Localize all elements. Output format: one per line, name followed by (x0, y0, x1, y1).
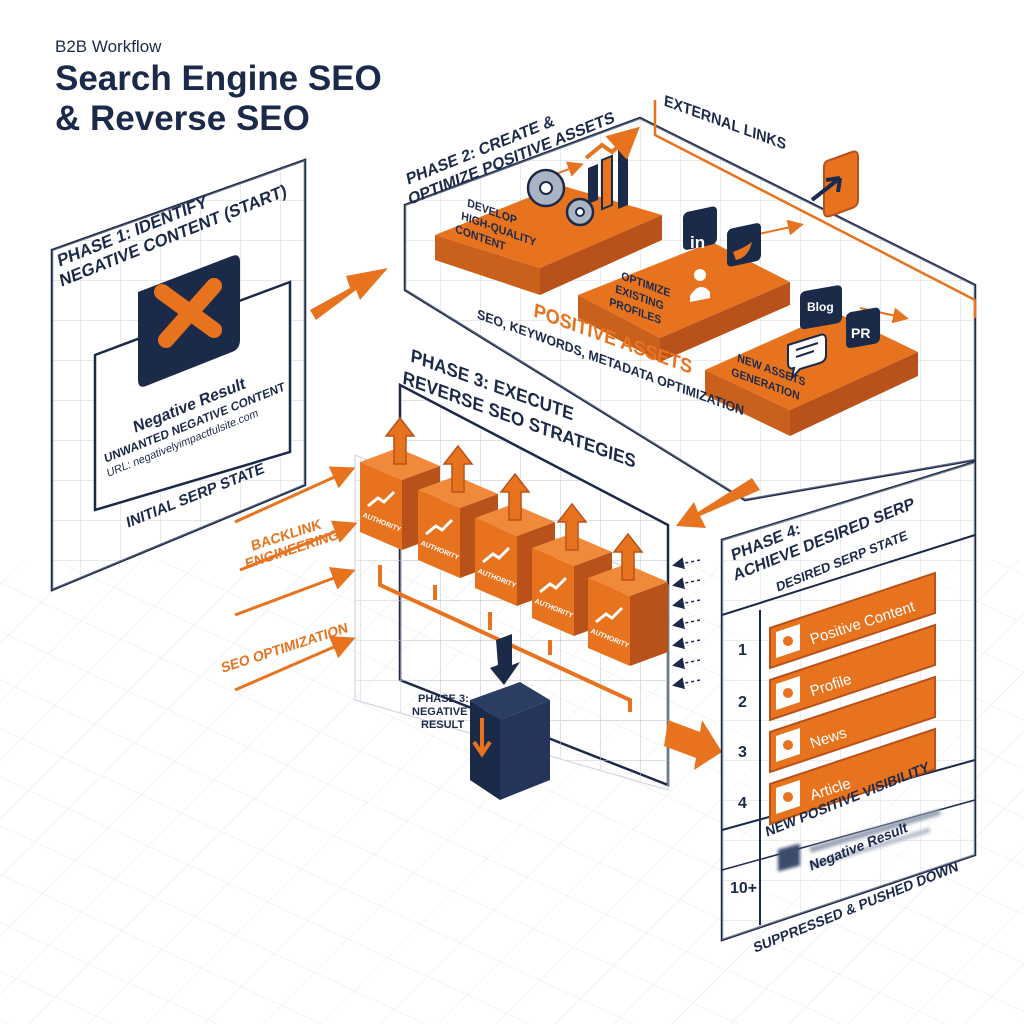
kicker-label: B2B Workflow (55, 37, 162, 56)
negative-rank-label: 10+ (730, 880, 758, 897)
phase1-panel (50, 158, 307, 592)
serp-result-bar (769, 727, 936, 826)
trend-up-icon (482, 546, 511, 564)
blog-badge-label: Blog (807, 300, 834, 314)
up-arrow-icon (499, 472, 531, 521)
authority-box (588, 532, 668, 666)
arrow-phase3-to-phase4 (664, 720, 722, 770)
pr-badge-label: PR (851, 325, 871, 341)
pr-badge (846, 307, 880, 349)
up-arrow-icon (556, 502, 588, 551)
arrow-phase2-to-phase3 (676, 478, 760, 528)
negative-x-tile (138, 255, 240, 387)
serp-result-bars (769, 571, 936, 826)
trend-up-icon (367, 490, 396, 508)
down-arrow-icon (472, 718, 492, 758)
phase3-negative-line2: NEGATIVE (412, 706, 468, 718)
serp-rank-number: 3 (738, 744, 747, 761)
phase4-panel (720, 460, 977, 942)
up-arrow-icon (442, 444, 474, 493)
phase2-panel (403, 100, 977, 502)
person-silhouette-icon (690, 269, 710, 302)
serp-result-bar (769, 675, 936, 774)
block-optimize-profiles (578, 206, 790, 362)
cursor-link-icon (810, 150, 859, 218)
block-new-assets (705, 285, 918, 436)
page-title-line1: Search Engine SEO (55, 59, 382, 98)
x-mark-icon (154, 278, 222, 348)
serp-result-bar (769, 571, 936, 670)
authority-boxes (360, 416, 668, 666)
linkedin-badge-label: in (690, 233, 706, 252)
serp-rank-number: 2 (738, 694, 747, 711)
serp-rank-number: 4 (738, 795, 747, 812)
block-develop-content (435, 126, 662, 295)
phase3-negative-line1: PHASE 3: (418, 693, 469, 705)
page-title-line2: & Reverse SEO (55, 99, 310, 138)
trend-up-icon (425, 518, 454, 536)
linkedin-icon (683, 206, 717, 250)
phase3-panel (234, 382, 701, 800)
trend-up-icon (539, 576, 568, 594)
chat-bubble-icon (787, 333, 827, 382)
trend-up-icon (595, 606, 624, 624)
blog-badge (800, 285, 842, 330)
twitter-icon (727, 223, 761, 267)
push-down-arrow-icon (490, 634, 520, 685)
phase3-negative-line3: RESULT (421, 719, 465, 731)
serp-result-bar (769, 623, 936, 722)
suppressed-negative-result (778, 809, 941, 872)
up-arrow-icon (612, 532, 644, 581)
arrow-phase1-to-phase2 (310, 268, 388, 320)
up-arrow-icon (384, 416, 416, 465)
negative-result-box (470, 634, 550, 800)
growth-chart-icon (584, 126, 640, 211)
serp-rank-number: 1 (738, 642, 747, 659)
gears-icon (526, 168, 595, 227)
